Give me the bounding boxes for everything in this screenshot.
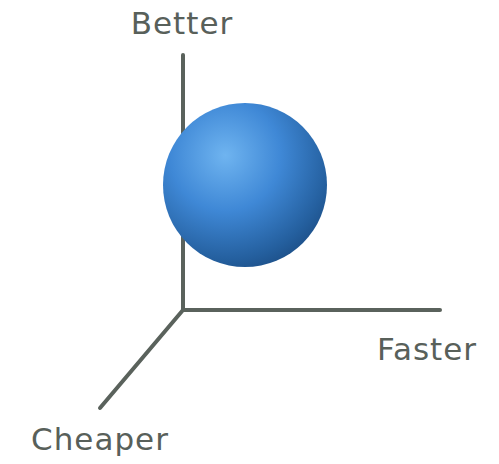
horizontal-axis	[183, 308, 440, 312]
blue-sphere	[163, 103, 327, 267]
depth-axis	[100, 310, 183, 408]
axis-label-top: Better	[131, 8, 233, 39]
axis-label-bottom: Cheaper	[31, 424, 169, 455]
axis-label-right: Faster	[377, 334, 477, 365]
